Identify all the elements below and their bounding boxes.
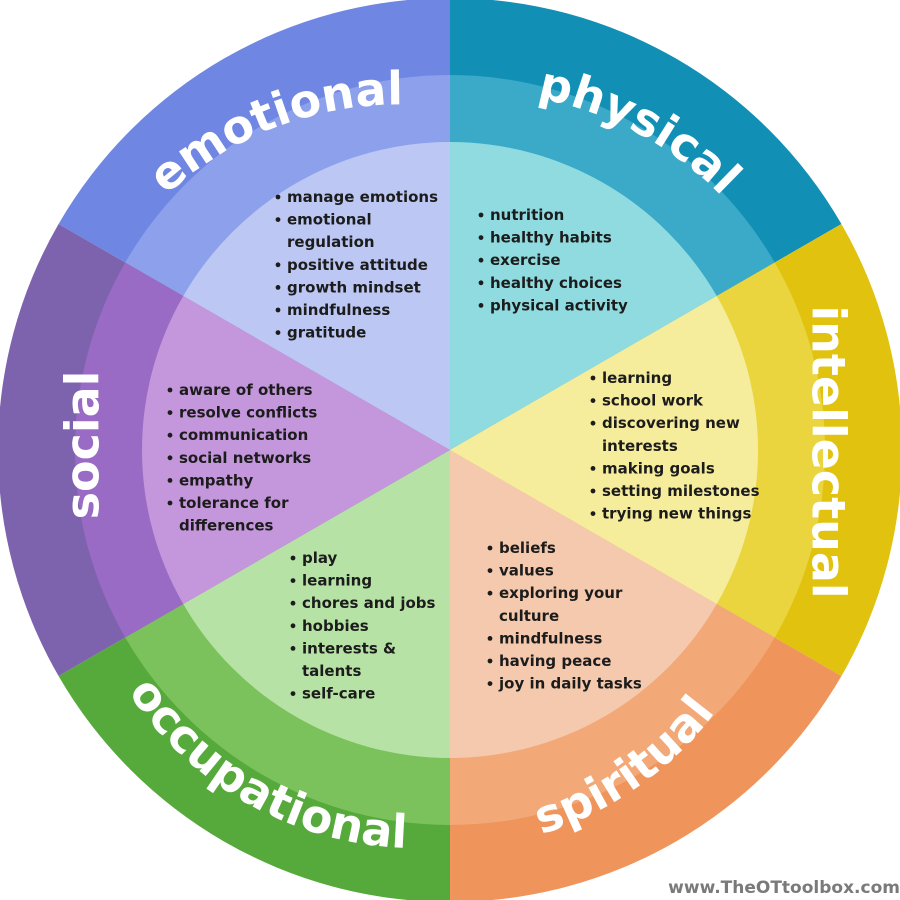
bullet-icon	[275, 262, 281, 268]
physical-item: healthy choices	[490, 274, 622, 292]
inner-wedge-emotional	[183, 142, 450, 450]
bullet-icon	[290, 646, 296, 651]
bullet-icon	[478, 303, 484, 308]
bullet-icon	[167, 478, 173, 483]
occupational-item: play	[302, 549, 338, 567]
bullet-icon	[487, 545, 493, 551]
physical-item: exercise	[490, 251, 561, 269]
bullet-icon	[487, 658, 493, 664]
website-credit: www.TheOTtoolbox.com	[668, 878, 900, 898]
bullet-icon	[478, 280, 484, 286]
bullet-icon	[275, 285, 281, 290]
bullet-icon	[275, 307, 281, 313]
bullet-icon	[487, 590, 493, 596]
intellectual-item: interests	[602, 437, 678, 455]
bullet-icon	[167, 410, 173, 415]
bullet-icon	[590, 398, 596, 403]
segment-item-lists: manage emotions emotional regulation positi…	[167, 188, 760, 703]
social-item: tolerance for	[179, 494, 289, 512]
inner-wedge-intellectual	[450, 296, 759, 604]
bullet-icon	[487, 681, 493, 686]
bullet-icon	[275, 194, 281, 200]
emotional-item: mindfulness	[287, 301, 390, 319]
bullet-icon	[167, 500, 173, 506]
spiritual-item: joy in daily tasks	[498, 675, 642, 693]
bullet-icon	[478, 257, 484, 263]
spiritual-item: mindfulness	[499, 629, 602, 647]
emotional-item: gratitude	[287, 324, 366, 342]
occupational-item: chores and jobs	[302, 594, 436, 612]
occupational-item: learning	[302, 572, 372, 590]
bullet-icon	[590, 420, 596, 426]
occupational-item: self-care	[302, 685, 375, 703]
inner-wedge-social	[141, 296, 451, 604]
emotional-item: growth mindset	[287, 278, 421, 296]
occupational-item: hobbies	[302, 617, 369, 635]
intellectual-item: discovering new	[602, 414, 740, 432]
social-item: communication	[179, 426, 308, 444]
title-social: social	[56, 371, 110, 520]
bullet-icon	[478, 235, 484, 241]
bullet-icon	[167, 455, 173, 461]
emotional-item: regulation	[287, 233, 375, 251]
bullet-icon	[590, 466, 596, 471]
spiritual-item: exploring your	[499, 584, 623, 602]
occupational-item: interests &	[302, 639, 396, 657]
bullet-icon	[590, 511, 596, 516]
inner-wedge-occupational	[183, 450, 450, 758]
intellectual-item: trying new things	[602, 505, 751, 523]
emotional-item: emotional	[287, 211, 372, 229]
bullet-icon	[275, 217, 281, 223]
intellectual-item: learning	[602, 369, 672, 387]
inner-wedge-physical	[450, 142, 717, 450]
bullet-icon	[487, 636, 493, 641]
spiritual-item: beliefs	[499, 539, 556, 557]
inner-wedge-spiritual	[450, 450, 717, 758]
bullet-icon	[590, 375, 596, 381]
bullet-icon	[290, 691, 296, 696]
bullet-icon	[167, 387, 173, 393]
intellectual-item: school work	[602, 392, 704, 410]
social-item: empathy	[179, 471, 254, 489]
intellectual-item: setting milestones	[602, 482, 760, 500]
bullet-icon	[478, 212, 484, 218]
physical-item: physical activity	[490, 296, 628, 314]
bullet-icon	[290, 600, 296, 606]
bullet-icon	[167, 432, 173, 438]
bullet-icon	[290, 555, 296, 561]
bullet-icon	[275, 330, 281, 335]
physical-item: nutrition	[490, 206, 564, 224]
bullet-icon	[290, 623, 296, 629]
social-item: social networks	[179, 449, 311, 467]
inner-circle	[141, 142, 759, 758]
emotional-item: positive attitude	[287, 256, 428, 274]
spiritual-item: values	[499, 562, 554, 580]
spiritual-item: having peace	[499, 652, 611, 670]
physical-item: healthy habits	[490, 229, 612, 247]
bullet-icon	[290, 578, 296, 583]
social-item: resolve conflicts	[179, 404, 317, 422]
emotional-item: manage emotions	[287, 188, 438, 206]
occupational-item: talents	[302, 662, 361, 680]
bullet-icon	[487, 568, 493, 573]
spiritual-item: culture	[499, 607, 559, 625]
social-item: differences	[179, 517, 274, 535]
title-intellectual: intellectual	[802, 305, 856, 598]
social-item: aware of others	[179, 381, 313, 399]
bullet-icon	[590, 488, 596, 494]
intellectual-item: making goals	[602, 459, 715, 477]
